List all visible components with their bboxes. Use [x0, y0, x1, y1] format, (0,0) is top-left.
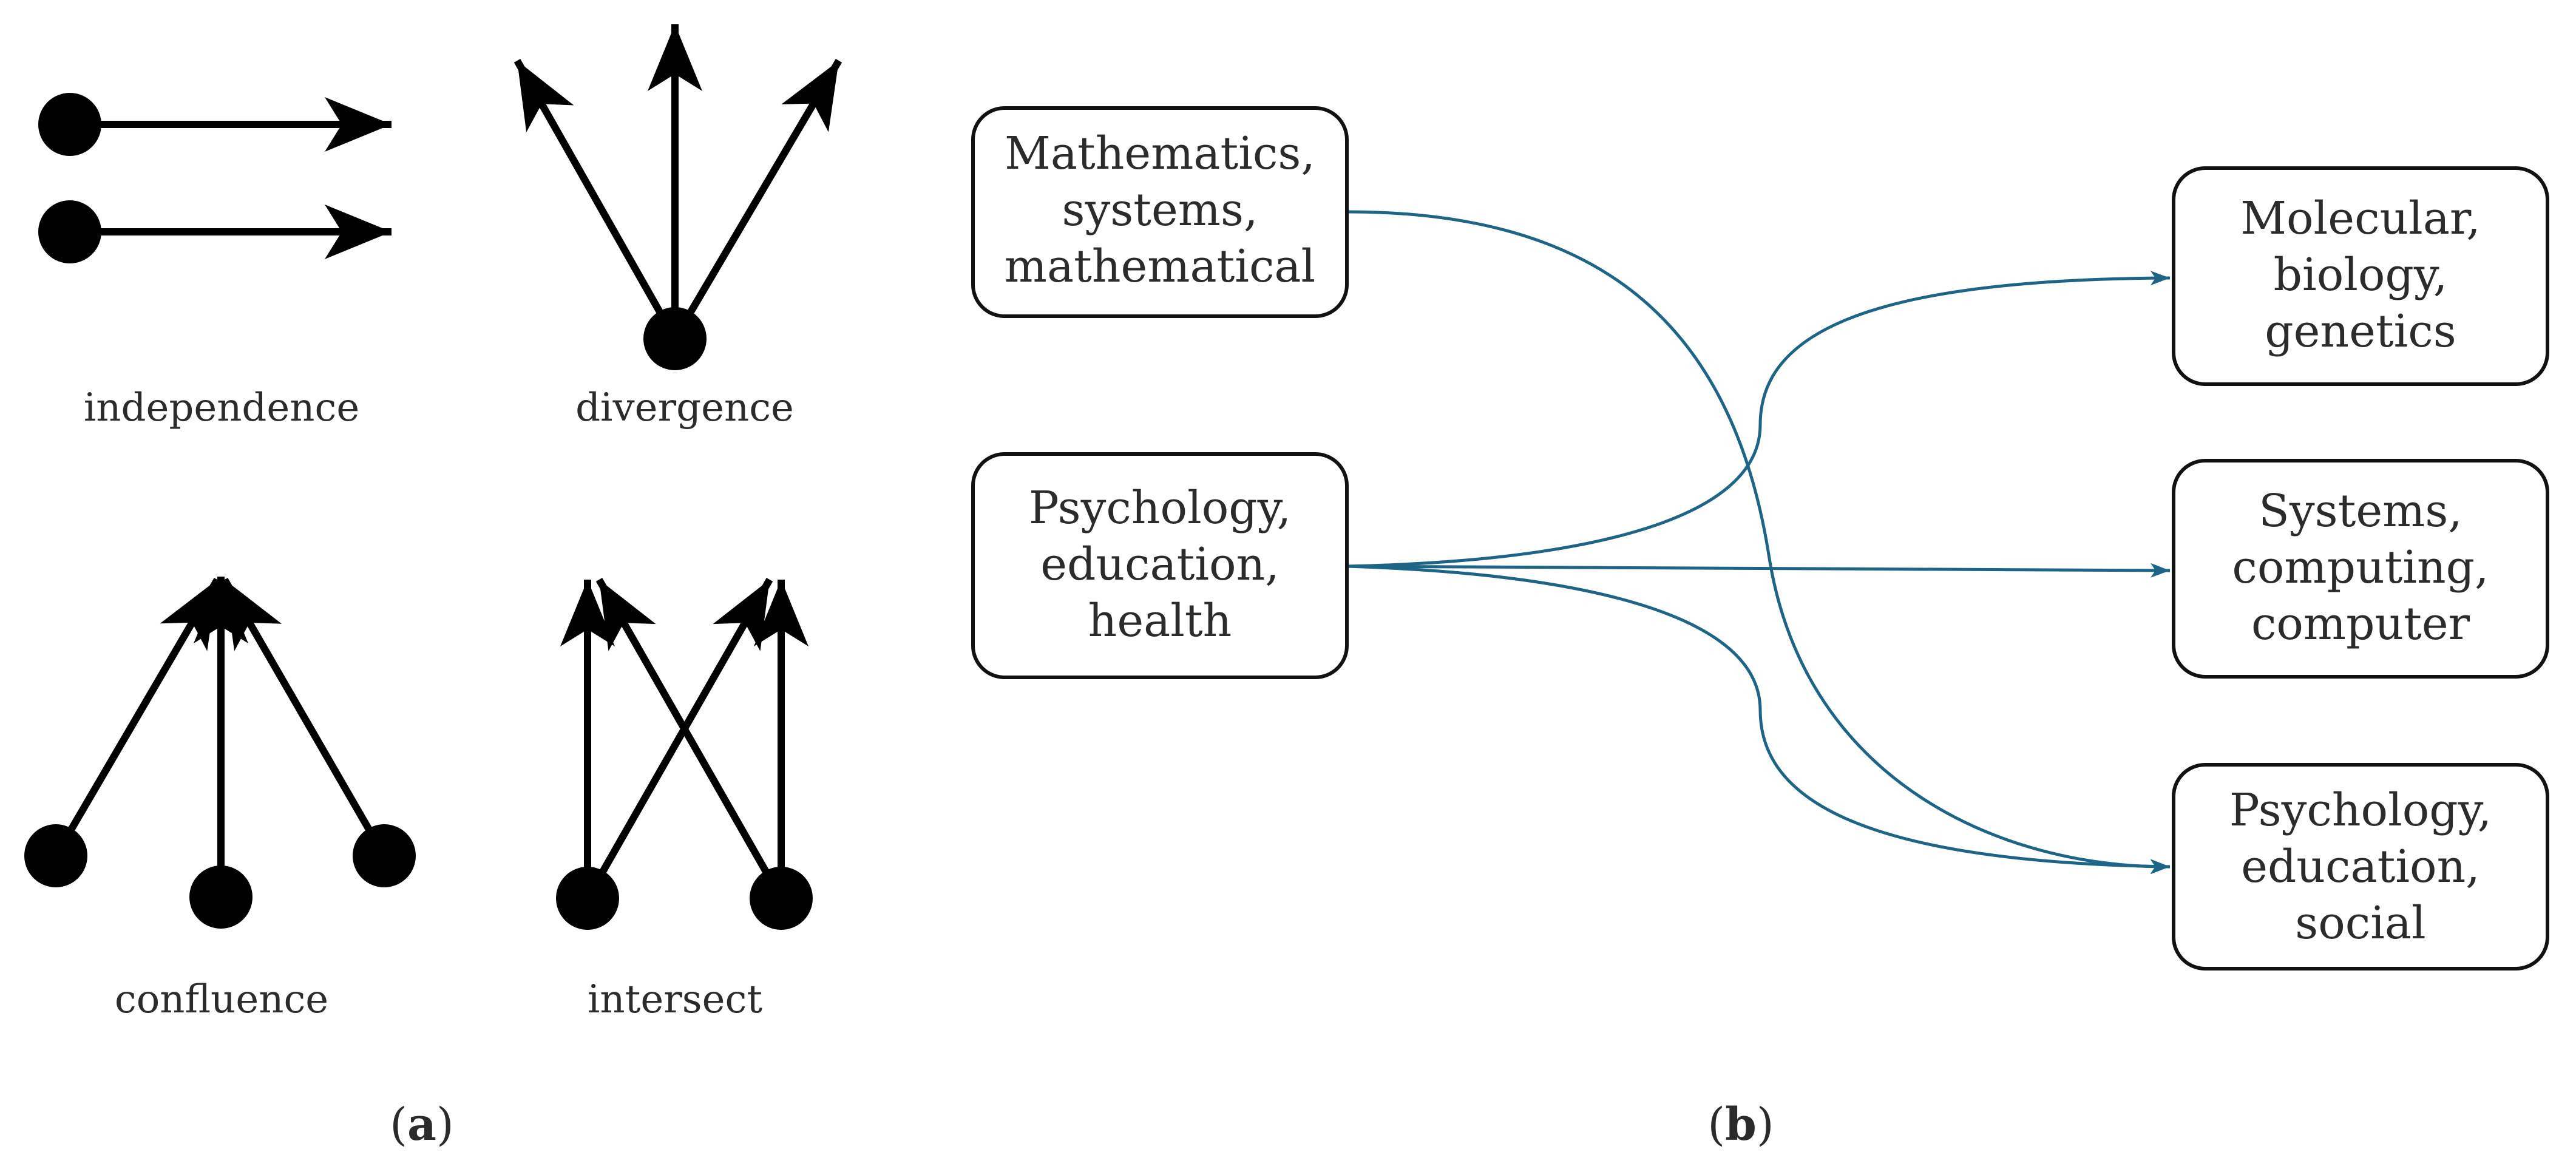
confluence-node-left: [24, 824, 87, 887]
target-node-box: [2172, 166, 2549, 386]
independence-pattern: independence: [38, 93, 391, 430]
target-node-line-2: education,: [2241, 841, 2480, 893]
target-node-psychology-social: Psychology, education, social: [2172, 763, 2549, 970]
panel-a-letter: a: [407, 1099, 436, 1151]
intersect-arrow-right-diagonal: [595, 578, 785, 900]
intersect-arrow-left-diagonal: [584, 578, 773, 900]
panel-b-letter: b: [1725, 1099, 1757, 1151]
source-node-box: [971, 106, 1349, 318]
panel-b-label: (b): [1707, 1099, 1774, 1151]
divergence-node: [643, 307, 707, 370]
independence-label: independence: [84, 385, 359, 430]
link-psych-to-psych-social: [1346, 564, 2171, 874]
source-node-line-2: education,: [1040, 538, 1280, 591]
target-node-line-2: computing,: [2232, 541, 2489, 594]
target-node-systems: Systems, computing, computer: [2172, 459, 2549, 679]
independence-node-1: [38, 93, 101, 156]
confluence-arrow-left: [52, 577, 221, 858]
source-node-line-1: Mathematics,: [1005, 127, 1315, 180]
link-psych-to-molecular: [1346, 271, 2171, 568]
intersect-node-left: [556, 867, 619, 930]
source-node-line-2: systems,: [1062, 184, 1258, 236]
target-node-line-3: computer: [2251, 598, 2470, 650]
target-node-box: [2172, 763, 2549, 970]
panel-b: Mathematics, systems, mathematical Psych…: [971, 106, 2549, 1151]
target-node-line-3: genetics: [2265, 305, 2456, 357]
divergence-pattern: divergence: [514, 24, 842, 430]
panel-a-label: (a): [390, 1099, 454, 1151]
divergence-arrow-right: [671, 58, 842, 341]
source-node-line-3: health: [1088, 595, 1232, 647]
source-node-psychology: Psychology, education, health: [971, 452, 1349, 679]
target-node-line-1: Systems,: [2259, 485, 2462, 537]
target-node-box: [2172, 459, 2549, 679]
link-math-to-psych-social: [1346, 210, 2171, 875]
source-node-line-1: Psychology,: [1029, 482, 1291, 534]
target-node-line-3: social: [2295, 897, 2425, 949]
confluence-label: confluence: [115, 977, 328, 1022]
intersect-node-right: [750, 867, 813, 930]
target-node-molecular: Molecular, biology, genetics: [2172, 166, 2549, 386]
source-node-box: [971, 452, 1349, 679]
confluence-node-center: [189, 865, 253, 929]
target-node-line-1: Molecular,: [2240, 192, 2480, 245]
target-node-line-1: Psychology,: [2229, 784, 2492, 836]
confluence-pattern: confluence: [24, 577, 416, 1022]
target-node-line-2: biology,: [2274, 249, 2448, 301]
divergence-label: divergence: [575, 385, 794, 430]
confluence-node-right: [353, 824, 416, 887]
source-node-line-3: mathematical: [1005, 240, 1315, 293]
source-node-mathematics: Mathematics, systems, mathematical: [971, 106, 1349, 318]
divergence-arrow-left: [514, 59, 679, 340]
link-psych-to-systems: [1346, 563, 2171, 578]
intersect-label: intersect: [588, 977, 762, 1022]
confluence-arrow-right: [221, 577, 388, 858]
intersect-pattern: intersect: [556, 578, 813, 1022]
panel-a: independence divergence confluence: [24, 24, 842, 1151]
independence-node-2: [38, 200, 101, 263]
